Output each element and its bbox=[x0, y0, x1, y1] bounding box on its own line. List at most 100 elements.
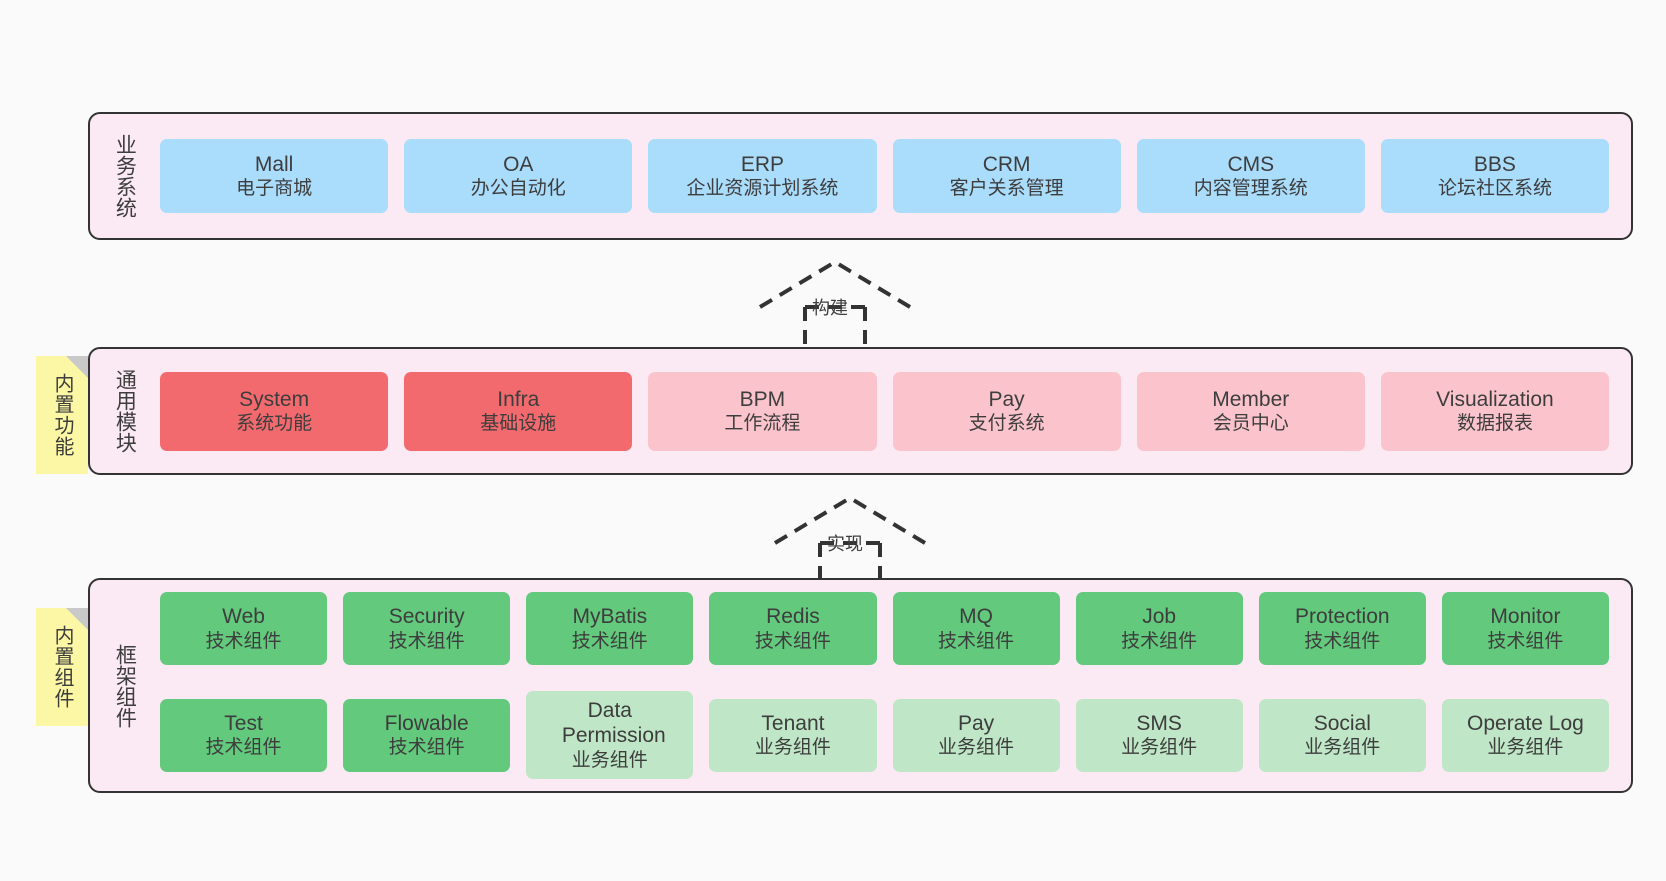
node-bpm[interactable]: BPM 工作流程 bbox=[648, 371, 877, 451]
node-visualization[interactable]: Visualization 数据报表 bbox=[1380, 371, 1610, 451]
box-cell: Test 技术组件 bbox=[152, 691, 335, 779]
node-tenant[interactable]: Tenant 业务组件 bbox=[709, 698, 877, 772]
connector-label: 实现 bbox=[827, 534, 863, 554]
node-title: CRM bbox=[982, 152, 1031, 176]
node-subtitle: 技术组件 bbox=[205, 737, 282, 759]
node-mybatis[interactable]: MyBatis 技术组件 bbox=[526, 592, 694, 665]
node-subtitle: 内容管理系统 bbox=[1193, 178, 1308, 200]
box-cell: Web 技术组件 bbox=[152, 592, 335, 665]
node-redis[interactable]: Redis 技术组件 bbox=[709, 592, 877, 665]
box-cell: CRM 客户关系管理 bbox=[885, 139, 1129, 213]
node-sms[interactable]: SMS 业务组件 bbox=[1075, 698, 1243, 772]
node-erp[interactable]: ERP 企业资源计划系统 bbox=[648, 139, 877, 213]
box-cell: Infra 基础设施 bbox=[396, 371, 640, 451]
sticky-note-label: 内置功能 bbox=[51, 373, 73, 457]
box-cell: Security 技术组件 bbox=[335, 592, 518, 665]
node-title: SMS bbox=[1136, 711, 1182, 735]
node-title: Pay bbox=[988, 387, 1025, 411]
node-title: Monitor bbox=[1490, 605, 1561, 629]
box-cell: Job 技术组件 bbox=[1068, 592, 1251, 665]
node-title: Operate Log bbox=[1467, 711, 1584, 735]
connector-implement: 实现 bbox=[765, 488, 965, 588]
layer-body-common-modules: System 系统功能 Infra 基础设施 BPM 工作流程 Pay bbox=[148, 349, 1631, 473]
generalization-arrow-icon bbox=[758, 259, 912, 352]
connector-label: 构建 bbox=[812, 298, 848, 318]
node-security[interactable]: Security 技术组件 bbox=[343, 592, 511, 665]
node-title: BPM bbox=[739, 387, 786, 411]
node-title: Flowable bbox=[384, 711, 469, 735]
node-title: Infra bbox=[497, 387, 540, 411]
node-title: System bbox=[239, 387, 310, 411]
note-fold-icon bbox=[66, 608, 88, 630]
node-pay-component[interactable]: Pay 业务组件 bbox=[892, 698, 1060, 772]
layer-common-modules: 通用模块 System 系统功能 Infra 基础设施 BPM 工作流程 bbox=[88, 347, 1633, 475]
node-protection[interactable]: Protection 技术组件 bbox=[1258, 592, 1426, 665]
node-subtitle: 办公自动化 bbox=[470, 178, 566, 200]
box-cell: Tenant 业务组件 bbox=[701, 691, 884, 779]
node-subtitle: 会员中心 bbox=[1212, 413, 1289, 435]
node-subtitle: 客户关系管理 bbox=[949, 178, 1064, 200]
node-title: Test bbox=[224, 711, 263, 735]
node-title: Redis bbox=[766, 605, 820, 629]
box-cell: SMS 业务组件 bbox=[1068, 691, 1251, 779]
layer-row: Web 技术组件 Security 技术组件 MyBatis 技术组件 Redi… bbox=[152, 592, 1617, 665]
node-monitor[interactable]: Monitor 技术组件 bbox=[1441, 592, 1609, 665]
node-member[interactable]: Member 会员中心 bbox=[1136, 371, 1365, 451]
box-cell: BPM 工作流程 bbox=[640, 371, 884, 451]
node-subtitle: 技术组件 bbox=[1304, 630, 1381, 652]
sticky-note-label: 内置组件 bbox=[51, 625, 73, 709]
node-title: Pay bbox=[957, 711, 995, 735]
node-title: Visualization bbox=[1436, 387, 1554, 411]
node-subtitle: 技术组件 bbox=[571, 630, 648, 652]
node-title: Social bbox=[1313, 711, 1371, 735]
node-title: Job bbox=[1142, 605, 1177, 629]
node-subtitle: 业务组件 bbox=[1121, 737, 1198, 759]
node-subtitle: 业务组件 bbox=[1304, 737, 1381, 759]
layer-title-common-modules: 通用模块 bbox=[113, 369, 137, 453]
node-title: Web bbox=[222, 605, 265, 629]
node-subtitle: 业务组件 bbox=[754, 737, 831, 759]
node-system[interactable]: System 系统功能 bbox=[160, 371, 389, 451]
box-cell: Monitor 技术组件 bbox=[1434, 592, 1617, 665]
layer-business-systems: 业务系统 Mall 电子商城 OA 办公自动化 ERP 企业资源计划系统 bbox=[88, 112, 1633, 240]
layer-body-framework-components: Web 技术组件 Security 技术组件 MyBatis 技术组件 Redi… bbox=[148, 580, 1631, 791]
node-flowable[interactable]: Flowable 技术组件 bbox=[343, 698, 511, 772]
box-cell: Protection 技术组件 bbox=[1251, 592, 1434, 665]
box-cell: Data Permission 业务组件 bbox=[518, 691, 701, 779]
box-cell: Visualization 数据报表 bbox=[1373, 371, 1617, 451]
node-title: OA bbox=[503, 152, 534, 176]
node-cms[interactable]: CMS 内容管理系统 bbox=[1136, 139, 1365, 213]
box-cell: Member 会员中心 bbox=[1129, 371, 1373, 451]
node-test[interactable]: Test 技术组件 bbox=[160, 698, 328, 772]
node-title: Mall bbox=[254, 152, 294, 176]
box-cell: Pay 支付系统 bbox=[885, 371, 1129, 451]
note-fold-icon bbox=[66, 356, 88, 378]
node-web[interactable]: Web 技术组件 bbox=[160, 592, 328, 665]
box-cell: MQ 技术组件 bbox=[885, 592, 1068, 665]
node-social[interactable]: Social 业务组件 bbox=[1258, 698, 1426, 772]
node-oa[interactable]: OA 办公自动化 bbox=[404, 139, 633, 213]
node-title: Protection bbox=[1295, 605, 1390, 629]
generalization-arrow-icon bbox=[773, 495, 927, 588]
node-data-permission[interactable]: Data Permission 业务组件 bbox=[526, 691, 694, 779]
layer-body-business-systems: Mall 电子商城 OA 办公自动化 ERP 企业资源计划系统 CRM bbox=[148, 114, 1631, 238]
box-cell: Pay 业务组件 bbox=[885, 691, 1068, 779]
node-operate-log[interactable]: Operate Log 业务组件 bbox=[1441, 698, 1609, 772]
node-crm[interactable]: CRM 客户关系管理 bbox=[892, 139, 1121, 213]
layer-row: Test 技术组件 Flowable 技术组件 Data Permission … bbox=[152, 691, 1617, 779]
sticky-note-builtin-features: 内置功能 bbox=[36, 356, 88, 474]
node-subtitle: 技术组件 bbox=[388, 630, 465, 652]
node-subtitle: 电子商城 bbox=[236, 178, 313, 200]
node-title: BBS bbox=[1473, 152, 1516, 176]
node-subtitle: 业务组件 bbox=[571, 750, 648, 772]
node-job[interactable]: Job 技术组件 bbox=[1075, 592, 1243, 665]
layer-framework-components: 框架组件 Web 技术组件 Security 技术组件 MyBatis 技术组件 bbox=[88, 578, 1633, 793]
node-title: Data Permission bbox=[561, 698, 666, 748]
node-mq[interactable]: MQ 技术组件 bbox=[892, 592, 1060, 665]
node-mall[interactable]: Mall 电子商城 bbox=[160, 139, 389, 213]
node-bbs[interactable]: BBS 论坛社区系统 bbox=[1380, 139, 1610, 213]
node-pay[interactable]: Pay 支付系统 bbox=[892, 371, 1121, 451]
node-infra[interactable]: Infra 基础设施 bbox=[404, 371, 633, 451]
box-cell: System 系统功能 bbox=[152, 371, 396, 451]
sticky-note-builtin-components: 内置组件 bbox=[36, 608, 88, 726]
